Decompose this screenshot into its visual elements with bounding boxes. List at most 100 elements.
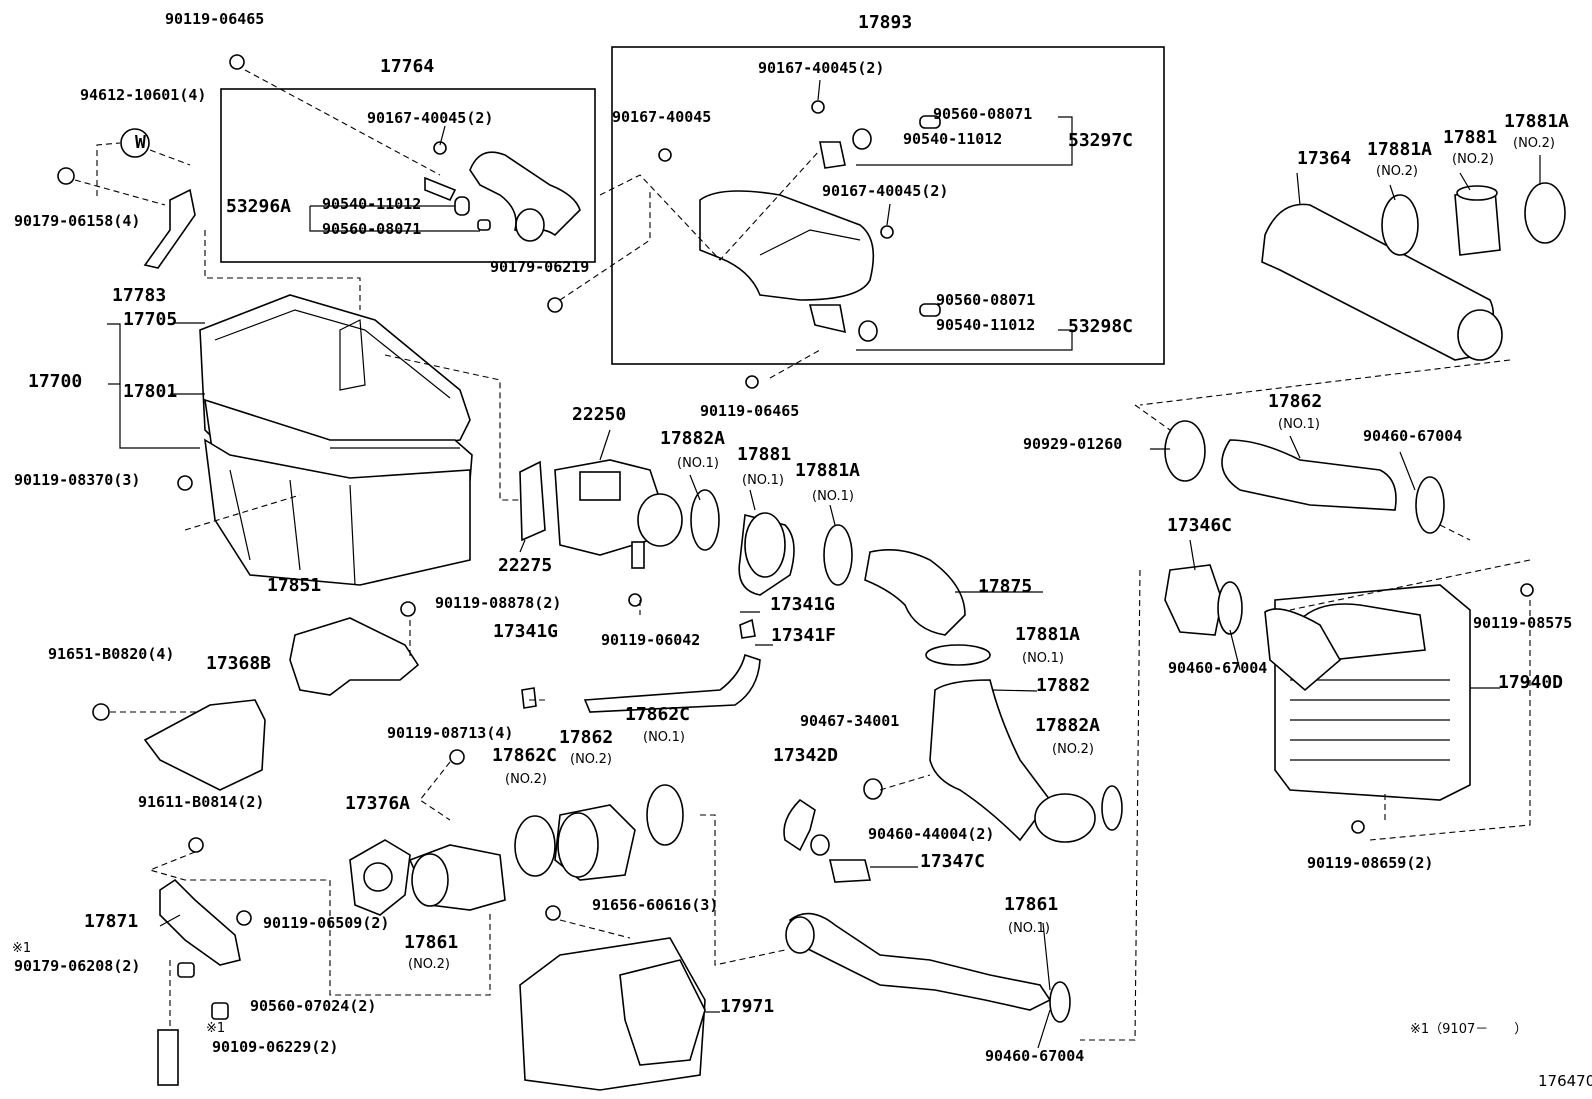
callout-c60: 90179-06208(2) [14,957,140,975]
hose-17764 [424,151,581,242]
callout-c66: 17881A [1367,139,1432,160]
hoses-17862 [514,784,684,881]
callout-c26: 17882A [660,428,725,449]
callout-c04: 94612-10601(4) [80,86,206,104]
pipe-17861-no1 [785,912,1071,1023]
callout-c63: 90109-06229(2) [212,1038,338,1056]
callout-c32: 17851 [267,575,321,596]
callout-c46: 17862 [559,727,613,748]
note-n04: W [135,132,146,153]
callout-c49: 17342D [773,745,838,766]
leader-lines [107,79,1541,1049]
sublabel-s13: (NO.2) [1513,136,1555,151]
note-n02: ※1 [206,1021,225,1036]
callout-c05: 90167-40045(2) [367,109,493,127]
callout-c07: 90167-40045 [612,108,711,126]
callout-c14: 90179-06158(4) [14,212,140,230]
callout-c30: 22275 [498,555,552,576]
sublabel-s04: (NO.1) [1022,651,1064,666]
callout-c10: 53297C [1068,130,1133,151]
callout-c41: 17882 [1036,675,1090,696]
callout-c69: 17862 [1268,391,1322,412]
callout-c22: 17700 [28,371,82,392]
callout-c56: 17861 [1004,894,1058,915]
callout-c11: 53296A [226,196,291,217]
callout-c73: 90119-08575 [1473,614,1572,632]
callout-c65: 17364 [1297,148,1351,169]
sublabel-s10: (NO.1) [1008,921,1050,936]
callout-c27: 17881 [737,444,791,465]
callout-c34: 17341G [770,594,835,615]
callout-c61: 90560-07024(2) [250,997,376,1015]
brackets-left [143,188,420,1086]
callout-c17: 17783 [112,285,166,306]
hoses-centre [690,489,1123,843]
dashed-lines [74,69,1531,1041]
footnotes: ※1 ※1 ※1（9107－ ） W [12,132,1527,1037]
callout-c09: 90540-11012 [903,130,1002,148]
sublabel-s02: (NO.1) [742,473,784,488]
callout-c58: 90119-06509(2) [263,914,389,932]
callout-c50: 91611-B0814(2) [138,793,264,811]
callout-sublabels: (NO.1) (NO.1) (NO.1) (NO.1) (NO.2) (NO.1) (NO.… [408,136,1555,972]
callout-c74: 90460-67004 [1168,659,1267,677]
callout-c20: 90540-11012 [936,316,1035,334]
sublabel-s03: (NO.1) [812,489,854,504]
callout-c42: 17940D [1498,672,1563,693]
small-hoses [521,618,883,883]
callout-c48: 17882A [1035,715,1100,736]
callout-c06: 90167-40045(2) [758,59,884,77]
callout-c54: 90119-08659(2) [1307,854,1433,872]
note-n01: ※1 [12,941,31,956]
callout-c18: 17705 [123,309,177,330]
pipe-17364 [1261,182,1566,361]
hose-17862-no1 [1164,420,1445,534]
sublabel-s12: (NO.2) [1452,152,1494,167]
group-box-17764 [220,88,596,263]
sublabel-s07: (NO.2) [505,772,547,787]
sublabel-s08: (NO.2) [1052,742,1094,757]
callout-c59: 17861 [404,932,458,953]
callout-c55: 91656-60616(3) [592,896,718,914]
callout-c21: 53298C [1068,316,1133,337]
callout-c53: 17347C [920,851,985,872]
callout-c16: 90179-06219 [490,258,589,276]
callout-c01: 90119-06465 [165,10,264,28]
sublabel-s09: (NO.2) [408,957,450,972]
sublabel-s11: (NO.2) [1376,164,1418,179]
callout-c71: 90460-67004 [1363,427,1462,445]
callout-c38: 17881A [1015,624,1080,645]
callout-c37: 17341F [771,625,836,646]
callout-c52: 90460-44004(2) [868,825,994,843]
callout-c28: 17881A [795,460,860,481]
callout-c62: 17971 [720,996,774,1017]
sublabel-s14: (NO.1) [1278,417,1320,432]
throttle-body-22250 [519,459,683,569]
sublabel-s06: (NO.1) [643,730,685,745]
group-box-17893 [611,46,1165,365]
callout-c70: 90929-01260 [1023,435,1122,453]
figure-number: 176470 [1538,1072,1592,1090]
callout-c68: 17881A [1504,111,1569,132]
callout-c47: 17862C [492,745,557,766]
intercooler-17940d [1164,564,1471,801]
bolts [57,54,1534,926]
callout-c67: 17881 [1443,127,1497,148]
callout-c35: 90119-06042 [601,631,700,649]
callout-c44: 90467-34001 [800,712,899,730]
callout-c08: 90560-08071 [933,105,1032,123]
callout-c43: 17862C [625,704,690,725]
callout-c03: 17893 [858,12,912,33]
air-cleaner-assembly [199,294,473,586]
callout-c51: 17376A [345,793,410,814]
flange-17376a [349,839,506,916]
callout-c45: 90119-08713(4) [387,724,513,742]
callout-c23: 17801 [123,381,177,402]
callout-c24: 90119-06465 [700,402,799,420]
callout-labels: 90119-06465177641789394612-10601(4)90167… [14,10,1572,1065]
callout-c36: 17341G [493,621,558,642]
callout-c33: 90119-08878(2) [435,594,561,612]
note-n03: ※1（9107－ ） [1410,1022,1527,1037]
callout-c72: 17346C [1167,515,1232,536]
